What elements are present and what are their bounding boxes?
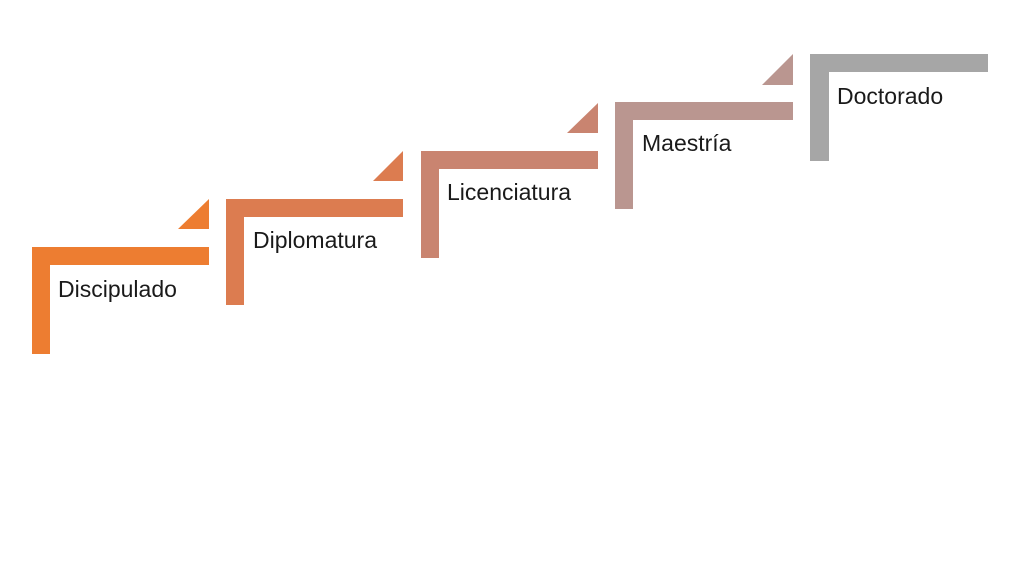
step-corner-shape [226, 199, 403, 305]
step-licenciatura: Licenciatura [421, 103, 598, 258]
step-corner-shape [615, 102, 793, 209]
step-label: Discipulado [58, 276, 177, 302]
step-arrow-tip [178, 199, 209, 229]
step-label: Licenciatura [447, 179, 571, 205]
step-arrow-tip [762, 54, 793, 85]
step-corner-shape [32, 247, 209, 354]
step-label: Diplomatura [253, 227, 377, 253]
step-label: Doctorado [837, 83, 943, 109]
step-diplomatura: Diplomatura [226, 151, 403, 305]
step-corner-shape [810, 54, 988, 161]
step-maestria: Maestría [615, 54, 793, 209]
step-discipulado: Discipulado [32, 199, 209, 354]
step-corner-shape [421, 151, 598, 258]
step-doctorado: Doctorado [810, 54, 988, 161]
step-arrow-tip [373, 151, 403, 181]
step-arrow-tip [567, 103, 598, 133]
step-label: Maestría [642, 130, 732, 156]
